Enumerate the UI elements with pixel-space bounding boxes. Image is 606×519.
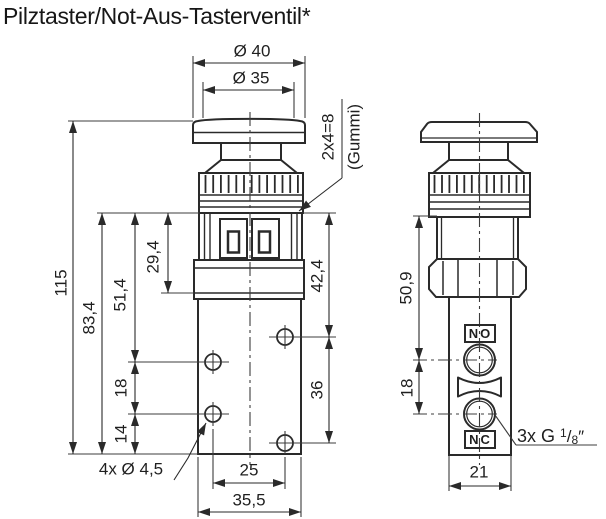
hex-nut-side <box>428 258 527 298</box>
thread-note: 3x G 1/8″ <box>517 426 585 447</box>
mushroom-cap-side <box>420 121 538 143</box>
dim-label-body-width-side: 21 <box>469 462 489 482</box>
stem-side <box>448 141 509 161</box>
front-view <box>192 117 306 455</box>
thread-prefix: 3x G <box>517 426 556 446</box>
collar-side <box>430 159 527 174</box>
port-label-no: NO <box>464 324 496 343</box>
extension-lines <box>68 56 597 517</box>
dim-label-height-total: 115 <box>51 269 71 297</box>
hex-nut-flats <box>442 259 514 297</box>
dim-label-dia-inner: Ø 35 <box>232 68 270 88</box>
dim-label-port-top: 50,9 <box>396 271 416 305</box>
rubber-note-value: 2x4=8 <box>318 113 338 161</box>
thread-denominator: 8 <box>571 433 579 447</box>
dim-label-collar: 29,4 <box>143 240 163 274</box>
thread-slash: / <box>566 427 572 446</box>
spool-cutout <box>457 376 502 398</box>
contact-block-right <box>251 218 280 259</box>
knurl-ribs-side <box>433 175 525 193</box>
knurl-ribs-front <box>204 175 299 193</box>
collar-front <box>202 159 300 174</box>
contact-window-right <box>257 230 272 254</box>
contact-window-left <box>226 230 241 254</box>
centerlines <box>249 112 497 465</box>
thread-unit: ″ <box>578 427 585 446</box>
smooth-section-lines <box>440 217 515 259</box>
drawing-title: Pilztaster/Not-Aus-Tasterventil* <box>3 3 311 29</box>
rubber-note-material: (Gummi) <box>344 103 364 171</box>
dim-label-right-upper: 42,4 <box>307 259 327 293</box>
port-label-nc: NC <box>464 430 496 449</box>
contact-block-left <box>219 218 248 259</box>
switch-side-strips <box>203 213 298 260</box>
thread-note-leader <box>494 414 517 446</box>
smooth-section-side <box>436 216 519 260</box>
stem-front <box>220 142 282 161</box>
dim-label-hole-bottom: 14 <box>111 424 131 444</box>
dim-label-upper-hole: 51,4 <box>110 278 130 312</box>
flange-lines <box>194 267 304 294</box>
dim-label-hole-spacing: 25 <box>239 460 259 480</box>
rubber-band-lines-front <box>199 194 303 208</box>
mounting-holes-note: 4x Ø 4,5 <box>98 459 164 479</box>
mushroom-cap-front <box>192 117 306 144</box>
mounting-holes-leader-arrow <box>173 422 207 481</box>
dimension-lines <box>69 59 511 516</box>
dim-label-hole-gap-left: 18 <box>111 378 131 398</box>
rubber-note-leader-arrow <box>298 177 343 212</box>
dim-label-port-gap: 18 <box>397 378 417 398</box>
dim-label-right-hole-gap: 36 <box>307 380 327 400</box>
dim-label-height-body: 83,4 <box>79 301 99 335</box>
dim-label-body-width-front: 35,5 <box>232 490 266 510</box>
dim-label-dia-outer: Ø 40 <box>233 41 271 61</box>
thread-numerator: 1 <box>560 426 567 440</box>
